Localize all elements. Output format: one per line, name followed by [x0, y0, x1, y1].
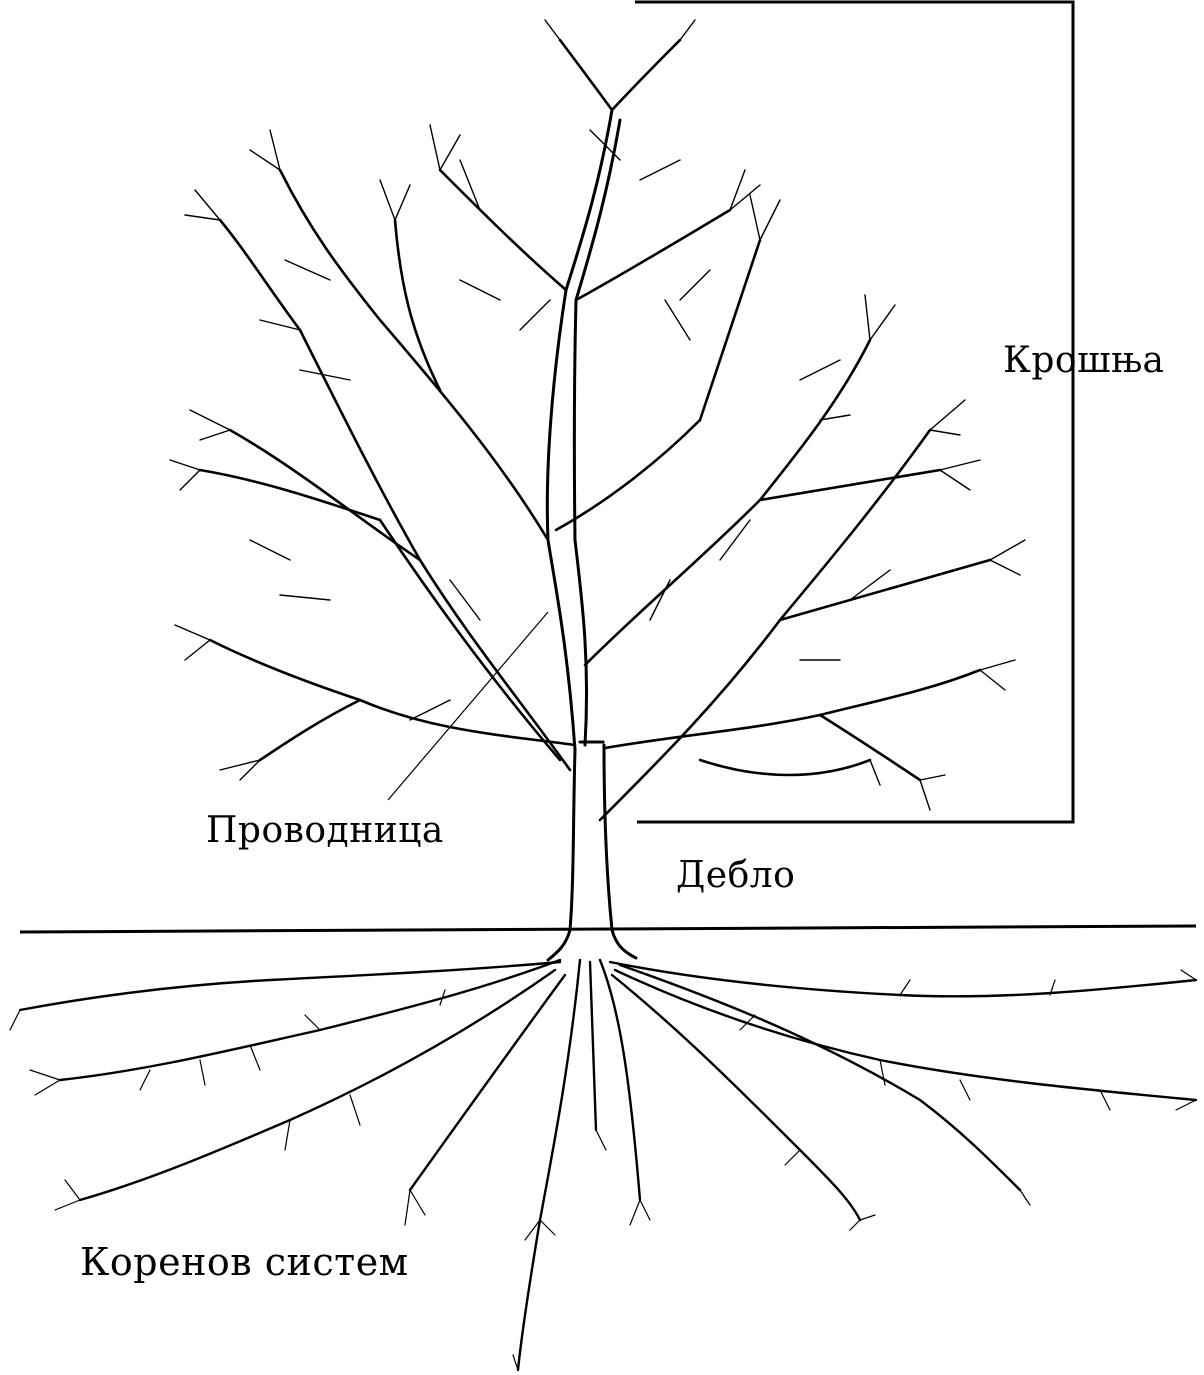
trunk [548, 742, 636, 960]
leader-label: Проводница [206, 810, 444, 851]
scaffold-branches [200, 40, 990, 820]
root-hairs [10, 970, 1196, 1370]
twigs [170, 20, 1025, 810]
leader [547, 110, 620, 750]
trunk-label: Дебло [676, 855, 795, 896]
crown-label: Крошња [1003, 340, 1164, 381]
ground-line [20, 926, 1196, 932]
crown-bracket [635, 2, 1073, 822]
root-system-label: Коренов систем [80, 1240, 409, 1284]
root-system [20, 960, 1196, 1370]
